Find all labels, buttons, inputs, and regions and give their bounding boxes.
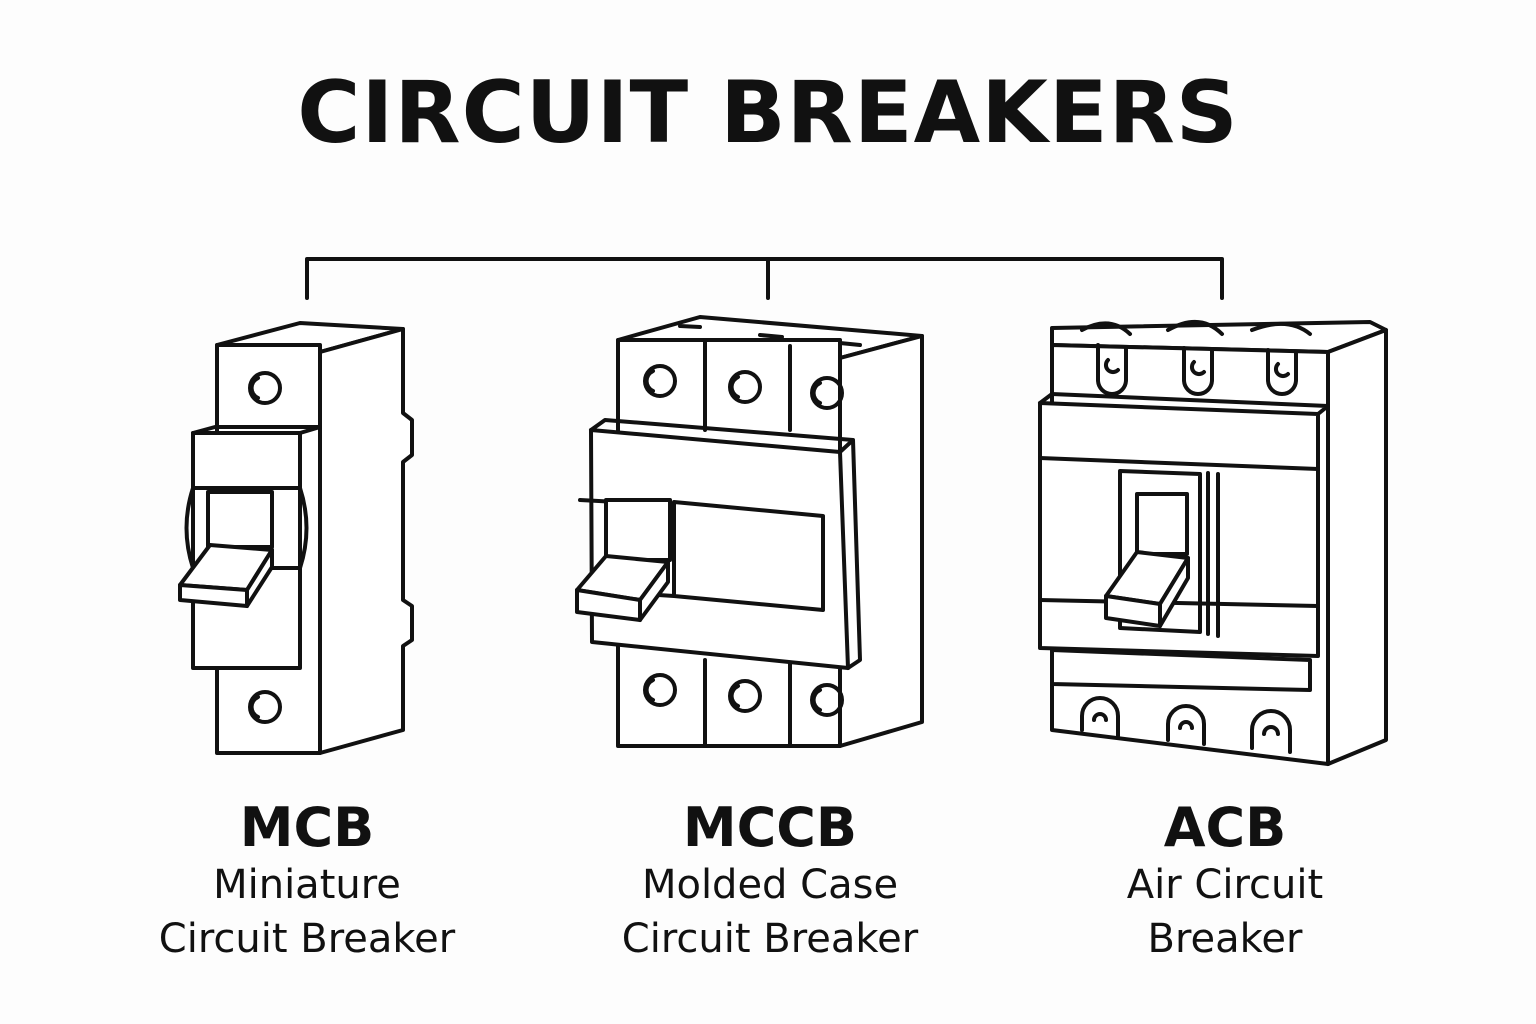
breaker-name-line2: Circuit Breaker	[621, 916, 919, 962]
breaker-label-mccb: MCCB Molded Case Circuit Breaker	[550, 798, 990, 966]
mcb-icon	[178, 321, 414, 755]
breaker-name-line2: Circuit Breaker	[158, 916, 456, 962]
breaker-label-acb: ACB Air Circuit Breaker	[1005, 798, 1445, 966]
breaker-abbr: MCCB	[682, 796, 858, 859]
breaker-name-line2: Breaker	[1147, 916, 1303, 962]
breaker-abbr: MCB	[239, 796, 375, 859]
acb-icon	[1038, 320, 1388, 766]
mccb-icon	[575, 315, 924, 748]
page-title: CIRCUIT BREAKERS	[297, 63, 1239, 163]
breaker-label-mcb: MCB Miniature Circuit Breaker	[87, 798, 527, 966]
connector-lines	[305, 257, 1224, 300]
breaker-abbr: ACB	[1163, 796, 1287, 859]
breaker-name-line1: Molded Case	[641, 862, 899, 908]
breaker-name-line1: Miniature	[213, 862, 401, 908]
breaker-name-line1: Air Circuit	[1126, 862, 1324, 908]
